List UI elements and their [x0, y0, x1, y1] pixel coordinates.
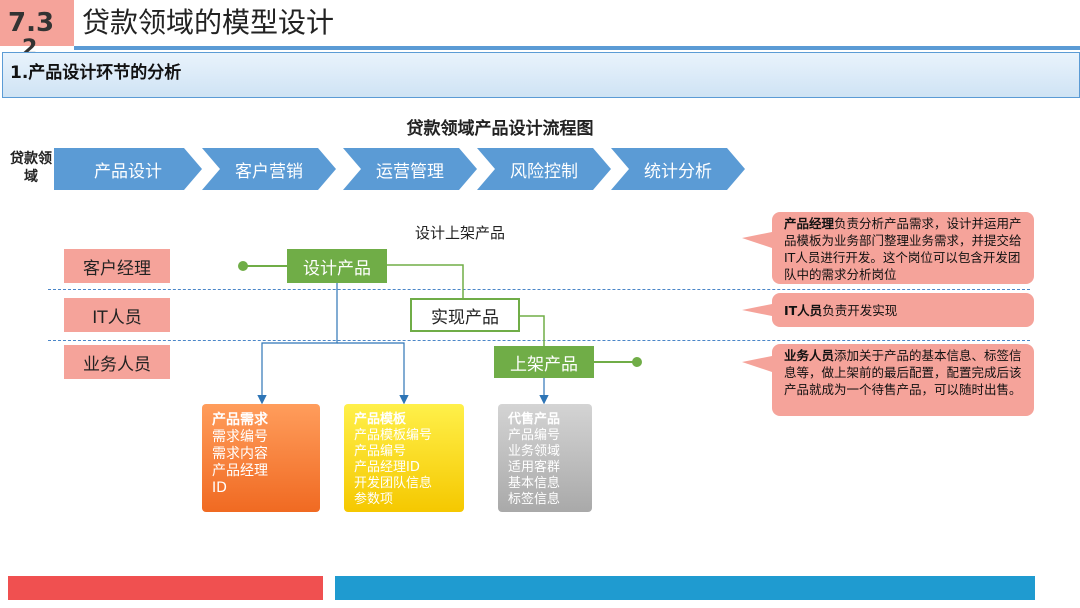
- card-item: 基本信息: [508, 476, 561, 491]
- callout-pointer: [742, 304, 772, 316]
- card-sale-product: 代售产品 产品编号 业务领域 适用客群 基本信息 标签信息: [498, 404, 592, 512]
- role-business-staff: 业务人员: [64, 345, 170, 379]
- card-title: 代售产品: [508, 412, 561, 427]
- footer-bar-red: [8, 576, 323, 600]
- card-item: 需求编号: [212, 429, 268, 445]
- callout-pointer: [742, 232, 772, 248]
- section-number: 7.3: [8, 8, 55, 38]
- implement-to-launch-connector: [520, 315, 545, 348]
- step-implement-product: 实现产品: [410, 298, 520, 332]
- callout-keyword: 业务人员: [784, 348, 835, 363]
- card-item: 产品模板编号: [354, 428, 433, 443]
- page-title: 贷款领域的模型设计: [82, 6, 335, 39]
- arrow-to-template: [337, 342, 409, 405]
- callout-keyword: 产品经理: [784, 216, 835, 231]
- step-launch-product: 上架产品: [494, 346, 594, 378]
- domain-label: 贷款领域: [10, 151, 52, 185]
- callout-pointer: [742, 356, 772, 372]
- role-customer-manager: 客户经理: [64, 249, 170, 283]
- card-item: ID: [212, 480, 227, 496]
- card-item: 标签信息: [508, 492, 561, 507]
- section-number-badge: 7.3 2: [0, 0, 74, 61]
- card-item: 产品编号: [508, 428, 561, 443]
- card-product-requirement: 产品需求 需求编号 需求内容 产品经理 ID: [202, 404, 320, 512]
- footer-bar-blue: [335, 576, 1035, 600]
- lane-divider: [48, 340, 1030, 341]
- card-title: 产品模板: [354, 412, 407, 427]
- section-bar: [2, 52, 1080, 98]
- card-item: 参数项: [354, 492, 394, 507]
- callout-keyword: IT人员: [784, 302, 823, 318]
- role-it-staff: IT人员: [64, 298, 170, 332]
- stage-product-design: 产品设计: [54, 148, 202, 190]
- stage-statistics: 统计分析: [611, 148, 745, 190]
- card-item: 业务领域: [508, 444, 561, 459]
- callout-product-manager: 产品经理负责分析产品需求，设计并运用产品模板为业务部门整理业务需求，并提交给IT…: [772, 212, 1034, 284]
- card-item: 需求内容: [212, 446, 268, 462]
- stage-risk-control: 风险控制: [477, 148, 611, 190]
- stage-customer-marketing: 客户营销: [202, 148, 336, 190]
- card-item: 适用客群: [508, 460, 561, 475]
- card-item: 产品经理: [212, 463, 268, 479]
- card-product-template: 产品模板 产品模板编号 产品编号 产品经理ID 开发团队信息 参数项: [344, 404, 464, 512]
- design-to-implement-connector: [387, 264, 464, 298]
- card-item: 产品编号: [354, 444, 407, 459]
- lane-divider: [48, 289, 1030, 290]
- card-title: 产品需求: [212, 412, 268, 428]
- step-design-product: 设计产品: [287, 249, 387, 283]
- title-rule: [74, 46, 1080, 50]
- callout-text: 添加关于产品的基本信息、标签信息等，做上架前的最后配置，配置完成后该产品就成为一…: [784, 348, 1022, 397]
- card-item: 开发团队信息: [354, 476, 433, 491]
- swimlane-caption: 设计上架产品: [414, 224, 505, 242]
- callout-text: 负责分析产品需求，设计并运用产品模板为业务部门整理业务需求，并提交给IT人员进行…: [784, 216, 1022, 282]
- card-item: 产品经理ID: [354, 460, 420, 475]
- arrow-to-requirement: [257, 283, 338, 405]
- end-node: [632, 357, 642, 367]
- start-node: [238, 261, 248, 271]
- callout-text: 负责开发实现: [822, 302, 898, 318]
- section-title: 1.产品设计环节的分析: [10, 63, 182, 83]
- flow-title: 贷款领域产品设计流程图: [406, 119, 594, 139]
- callout-business-staff: 业务人员添加关于产品的基本信息、标签信息等，做上架前的最后配置，配置完成后该产品…: [772, 344, 1034, 416]
- stage-operations: 运营管理: [343, 148, 477, 190]
- callout-it-staff: IT人员负责开发实现: [772, 293, 1034, 327]
